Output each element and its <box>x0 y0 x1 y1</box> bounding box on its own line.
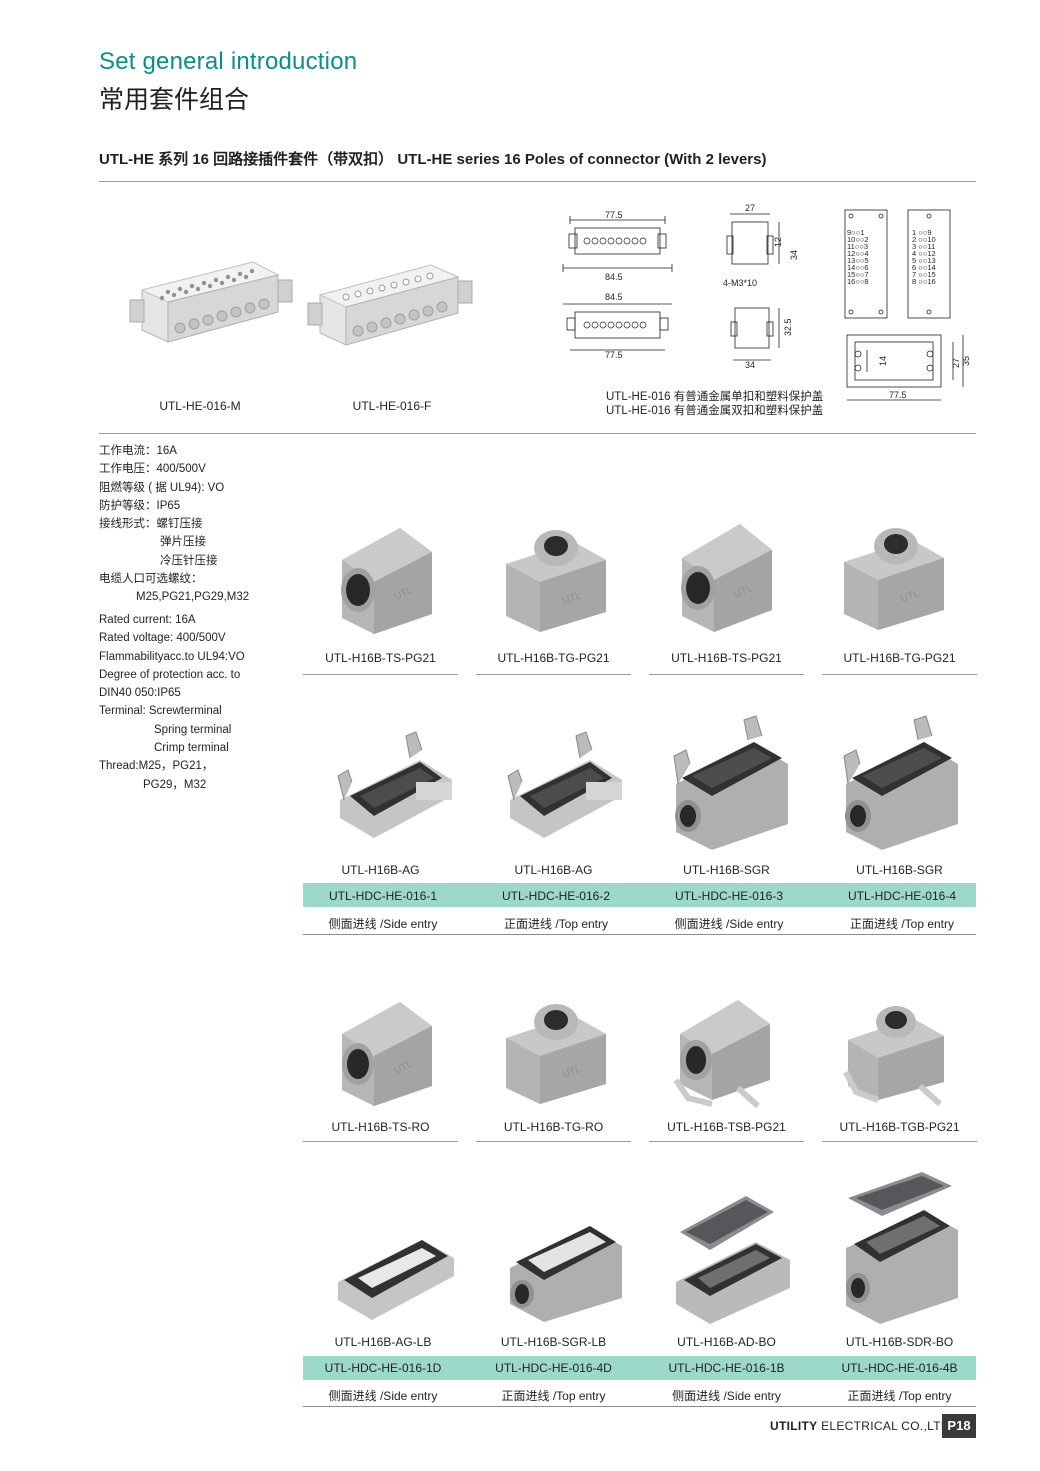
page-title-en: Set general introduction <box>99 48 358 75</box>
g2-base-label-4: UTL-H16B-SDR-BO <box>845 1335 954 1349</box>
g2-set-code-4: UTL-HDC-HE-016-4B <box>841 1361 958 1375</box>
dim-27: 27 <box>745 203 755 213</box>
g1-hood-rule-2 <box>476 674 631 675</box>
g1-hood-label-4: UTL-H16B-TG-PG21 <box>843 651 956 665</box>
dim-32-5: 32.5 <box>783 318 793 336</box>
g1-base-label-2: UTL-H16B-AG <box>514 863 593 877</box>
g2-entry-4: 正面进线 /Top entry <box>847 1389 952 1403</box>
hood-side-entry-image-2: UTL <box>681 524 772 632</box>
page-number-badge: P18 <box>942 1414 976 1438</box>
g2-set-code-1: UTL-HDC-HE-016-1D <box>324 1361 442 1375</box>
hood-side-entry-image: UTL <box>341 528 432 634</box>
g1-set-row <box>303 883 976 907</box>
g1-entry-4: 正面进线 /Top entry <box>849 917 955 931</box>
g2-table-bottom-rule <box>303 1406 976 1407</box>
g1-hood-rule-4 <box>822 674 977 675</box>
base-side-entry-image <box>673 715 788 850</box>
dim-12: 12 <box>773 237 783 247</box>
dim-27-base: 27 <box>951 358 961 368</box>
g2-hood-label-2: UTL-H16B-TG-RO <box>503 1120 604 1134</box>
spec-list-cn: 工作电流：16A 工作电压：400/500V 阻燃等级 ( 据 UL94): V… <box>99 445 250 604</box>
g2-entry-3: 侧面进线 /Side entry <box>672 1389 781 1403</box>
dimension-drawing: 77.5 84.5 84.5 77.5 27 12 34 4-M3*10 32.… <box>562 203 971 401</box>
g2-hood-rule-3 <box>649 1141 804 1142</box>
female-insert-image <box>307 264 473 346</box>
g1-hood-rule-3 <box>649 674 804 675</box>
page-title-cn: 常用套件组合 <box>99 86 250 114</box>
dim-77-5-base: 77.5 <box>889 390 907 400</box>
g2-hood-label-4: UTL-H16B-TGB-PG21 <box>839 1120 960 1134</box>
base-open-image-2 <box>507 731 622 838</box>
hood-top-entry-lever-image <box>843 1006 944 1107</box>
company-name: UTILITY ELECTRICAL CO.,LTD. <box>770 1419 954 1433</box>
dim-84-5-a: 84.5 <box>605 272 623 282</box>
g2-hood-label-3: UTL-H16B-TSB-PG21 <box>667 1120 786 1134</box>
g2-base-label-1: UTL-H16B-AG-LB <box>334 1335 432 1349</box>
g2-hood-rule-4 <box>822 1141 977 1142</box>
dim-34-horizontal: 34 <box>745 360 755 370</box>
base-sdr-bo-image <box>846 1172 958 1324</box>
dim-77-5-bottom: 77.5 <box>605 350 623 360</box>
g1-base-label-1: UTL-H16B-AG <box>341 863 420 877</box>
g2-set-row <box>303 1356 976 1380</box>
g1-entry-2: 正面进线 /Top entry <box>503 917 609 931</box>
g1-hood-label-2: UTL-H16B-TG-PG21 <box>497 651 610 665</box>
series-subtitle: UTL-HE 系列 16 回路接插件套件（带双扣） UTL-HE series … <box>99 151 767 168</box>
base-lb-image <box>338 1240 454 1320</box>
dim-14: 14 <box>878 356 888 366</box>
dim-77-5-top: 77.5 <box>605 210 623 220</box>
g1-set-code-1: UTL-HDC-HE-016-1 <box>328 889 438 903</box>
g1-table-bottom-rule <box>303 934 976 935</box>
g2-base-label-3: UTL-H16B-AD-BO <box>677 1335 776 1349</box>
g1-entry-3: 侧面进线 /Side entry <box>674 917 784 931</box>
g2-hood-label-1: UTL-H16B-TS-RO <box>331 1120 430 1134</box>
g1-hood-label-3: UTL-H16B-TS-PG21 <box>671 651 782 665</box>
g1-base-label-3: UTL-H16B-SGR <box>683 863 770 877</box>
insert-label-female: UTL-HE-016-F <box>352 399 432 413</box>
g2-entry-2: 正面进线 /Top entry <box>501 1389 606 1403</box>
insert-label-male: UTL-HE-016-M <box>159 399 241 413</box>
dim-35: 35 <box>961 356 971 366</box>
g1-entry-1: 侧面进线 /Side entry <box>328 917 438 931</box>
g1-set-code-4: UTL-HDC-HE-016-4 <box>847 889 957 903</box>
hood-top-entry-image: UTL <box>506 530 606 632</box>
base-side-entry-image-2 <box>843 715 958 850</box>
g1-base-label-4: UTL-H16B-SGR <box>856 863 943 877</box>
pin-table-left: 9○○1 10○○2 11○○3 12○○4 13○○5 14○○6 15○○7… <box>847 228 869 286</box>
pin-table-right: 1 ○○9 2 ○○10 3 ○○11 4 ○○12 5 ○○13 6 ○○14… <box>912 228 936 286</box>
base-ad-bo-image <box>676 1196 790 1324</box>
male-insert-image <box>129 261 293 343</box>
g1-set-code-3: UTL-HDC-HE-016-3 <box>674 889 784 903</box>
g2-hood-rule-1 <box>303 1141 458 1142</box>
base-sgr-lb-image <box>510 1226 622 1322</box>
g1-hood-label-1: UTL-H16B-TS-PG21 <box>325 651 436 665</box>
dim-4-m3x10: 4-M3*10 <box>723 278 757 288</box>
g2-hood-rule-2 <box>476 1141 631 1142</box>
dim-84-5-b: 84.5 <box>605 292 623 302</box>
dim-34-vertical: 34 <box>789 250 799 260</box>
section-divider <box>99 433 976 434</box>
g2-set-code-3: UTL-HDC-HE-016-1B <box>668 1361 785 1375</box>
g2-base-label-2: UTL-H16B-SGR-LB <box>500 1335 607 1349</box>
g1-set-code-2: UTL-HDC-HE-016-2 <box>501 889 611 903</box>
drawing-note: UTL-HE-016 有普通金属单扣和塑料保护盖 UTL-HE-016 有普通金… <box>606 391 824 417</box>
g2-entry-1: 侧面进线 /Side entry <box>328 1389 438 1403</box>
g1-hood-rule-1 <box>303 674 458 675</box>
hood-top-entry-image-2: UTL <box>844 528 944 630</box>
hood-top-entry-ro-image: UTL <box>506 1004 606 1104</box>
spec-list-en: Rated current: 16A Rated voltage: 400/50… <box>99 614 245 791</box>
hood-side-entry-ro-image: UTL <box>342 1002 432 1106</box>
base-open-image <box>337 731 452 838</box>
header-divider <box>99 181 976 182</box>
g2-set-code-2: UTL-HDC-HE-016-4D <box>495 1361 612 1375</box>
hood-side-entry-lever-image <box>673 1000 770 1109</box>
